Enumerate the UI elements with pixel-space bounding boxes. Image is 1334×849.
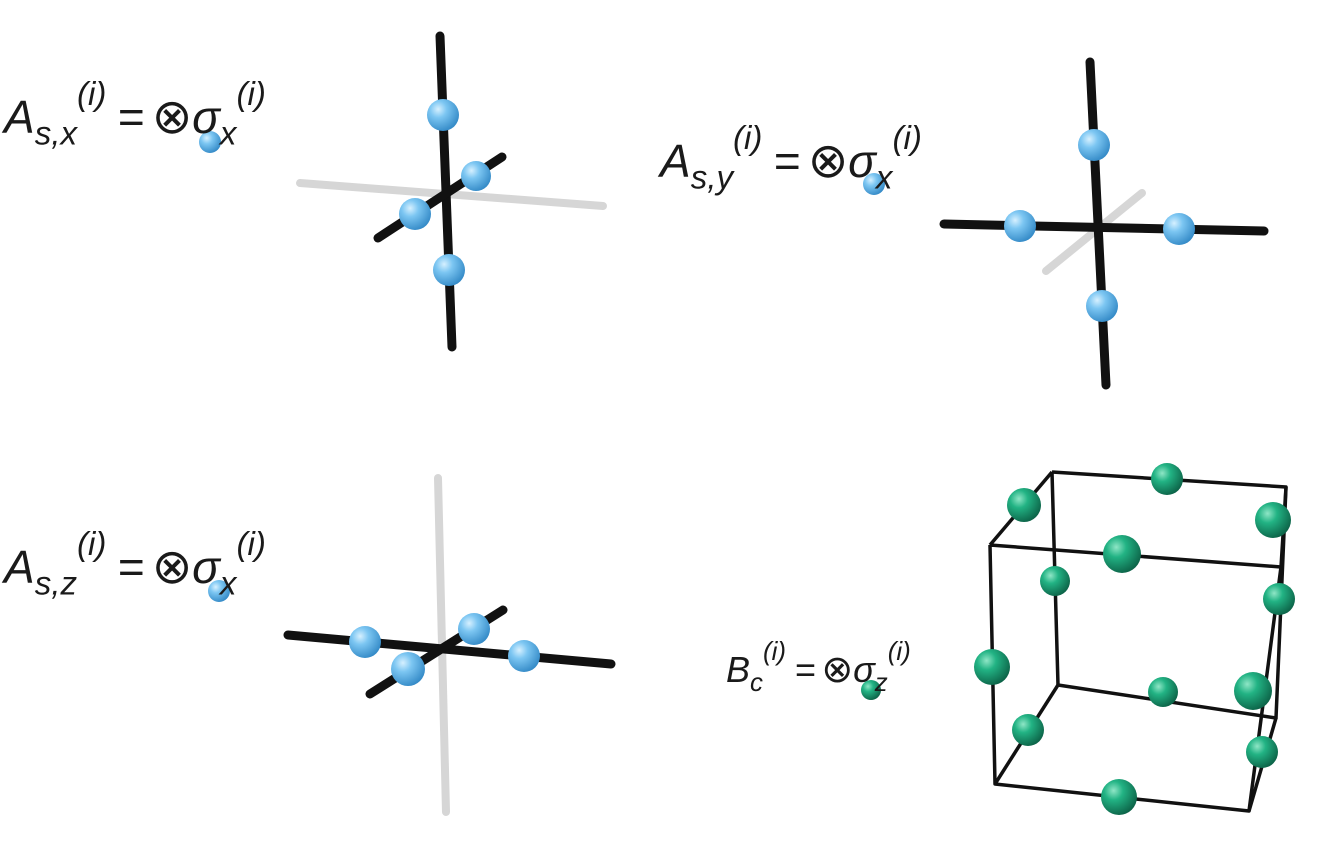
qubit-sphere <box>433 254 465 286</box>
pauli-subscript: x <box>219 115 237 153</box>
cube-edges <box>988 470 1288 813</box>
qubit-sphere <box>1040 566 1070 596</box>
qubit-sphere <box>427 99 459 131</box>
qubit-sphere <box>1078 129 1110 161</box>
operator-subscript: s,z <box>34 565 77 603</box>
pauli-superscript: (i) <box>887 638 911 666</box>
pauli-symbol: σ <box>192 541 220 594</box>
legend-qubit-icon <box>861 680 881 700</box>
qubit-sphere <box>1086 290 1118 322</box>
tensor-product-icon: ⊗ <box>151 540 193 595</box>
star-operator-y <box>939 57 1269 390</box>
equation-a-sx: As,x(i)=⊗σx(i) <box>4 78 266 151</box>
operator-symbol: A <box>660 135 691 188</box>
pauli-superscript: (i) <box>236 526 266 563</box>
equals-sign: = <box>117 541 145 594</box>
operator-superscript: (i) <box>733 120 763 157</box>
pauli-superscript: (i) <box>236 76 266 113</box>
operator-subscript: s,y <box>690 159 733 197</box>
operator-symbol: B <box>726 649 751 691</box>
equals-sign: = <box>794 649 817 691</box>
operator-superscript: (i) <box>77 76 107 113</box>
qubit-sphere <box>399 198 431 230</box>
tensor-product-icon: ⊗ <box>821 649 854 692</box>
qubit-sphere <box>458 613 490 645</box>
pauli-subscript: z <box>874 669 888 698</box>
operator-symbol: A <box>4 541 35 594</box>
qubit-sphere <box>1263 583 1295 615</box>
operator-superscript: (i) <box>77 526 107 563</box>
qubit-sphere <box>1101 779 1137 815</box>
qubit-sphere <box>391 652 425 686</box>
equals-sign: = <box>117 91 145 144</box>
qubit-sphere <box>974 649 1010 685</box>
equation-a-sz: As,z(i)=⊗σx(i) <box>4 528 266 601</box>
legend-qubit-icon <box>199 131 221 153</box>
pauli-subscript: x <box>219 565 237 603</box>
qubit-sphere <box>1246 736 1278 768</box>
qubit-sphere <box>1151 463 1183 495</box>
qubit-sphere <box>461 161 491 191</box>
cube-operator <box>974 463 1295 815</box>
qubit-sphere <box>1234 672 1272 710</box>
pauli-subscript: x <box>875 159 893 197</box>
edge-horizontal <box>939 219 1269 236</box>
qubit-sphere <box>1007 488 1041 522</box>
equals-sign: = <box>773 135 801 188</box>
qubit-sphere <box>1148 677 1178 707</box>
qubit-sphere <box>1012 714 1044 746</box>
operator-superscript: (i) <box>762 638 786 666</box>
operator-symbol: A <box>4 91 35 144</box>
qubit-sphere <box>1163 213 1195 245</box>
tensor-product-icon: ⊗ <box>807 134 849 189</box>
edge-horizontal <box>283 630 616 669</box>
star-operator-z <box>283 474 616 816</box>
equation-b-c: Bc (i) =⊗σz (i) <box>726 638 911 698</box>
qubit-sphere <box>1255 502 1291 538</box>
equation-a-sy: As,y(i)=⊗σx(i) <box>660 122 922 195</box>
pauli-symbol: σ <box>192 91 220 144</box>
star-operator-x <box>296 31 607 352</box>
pauli-symbol: σ <box>848 135 876 188</box>
pauli-symbol: σ <box>853 649 875 691</box>
qubit-sphere <box>349 626 381 658</box>
legend-qubit-icon <box>863 173 885 195</box>
qubit-sphere <box>1103 535 1141 573</box>
pauli-superscript: (i) <box>892 120 922 157</box>
operator-subscript: c <box>750 669 763 698</box>
qubit-sphere <box>1004 210 1036 242</box>
tensor-product-icon: ⊗ <box>151 90 193 145</box>
operator-subscript: s,x <box>34 115 77 153</box>
legend-qubit-icon <box>208 580 230 602</box>
qubit-sphere <box>508 640 540 672</box>
